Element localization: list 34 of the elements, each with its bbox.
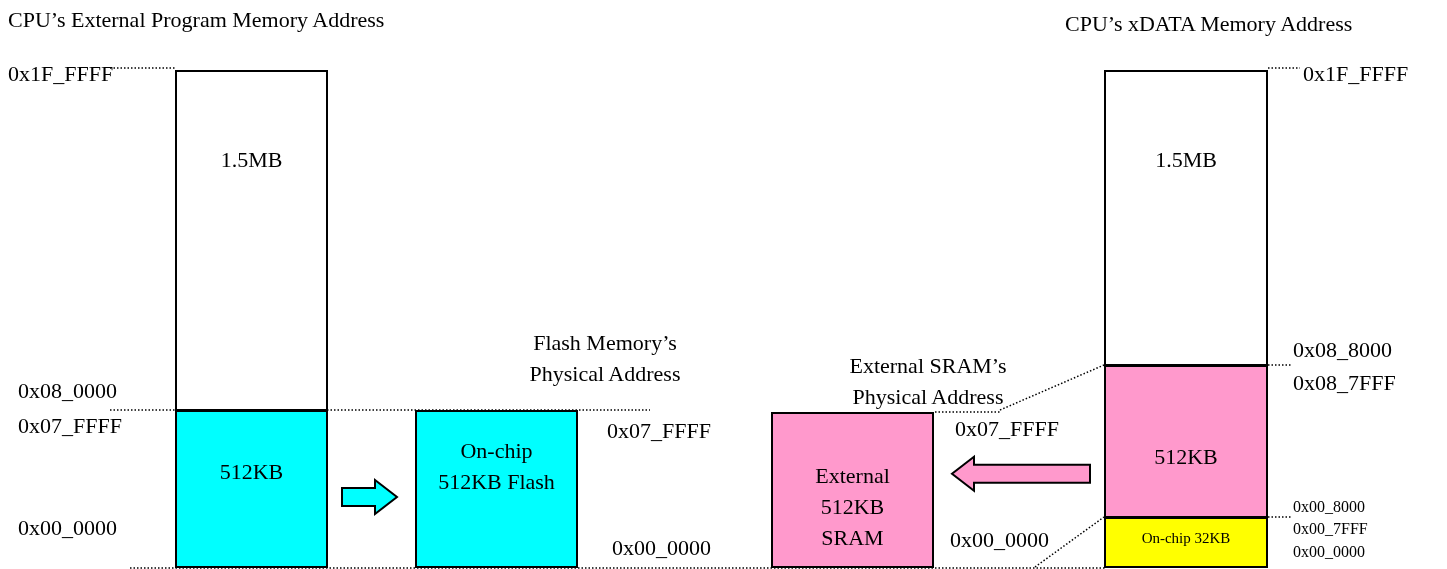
address-label: 0x00_7FFF: [1293, 519, 1368, 539]
address-label: 0x00_0000: [950, 526, 1049, 554]
memory-block: [771, 412, 934, 568]
heading: External SRAM’s Physical Address: [848, 352, 1008, 411]
address-label: 0x07_FFFF: [607, 417, 711, 445]
memory-region: [175, 410, 328, 568]
address-label: 0x1F_FFFF: [8, 60, 114, 88]
memory-region: [1104, 517, 1268, 568]
address-label: 0x08_7FFF: [1293, 369, 1396, 397]
memory-region: [175, 70, 328, 411]
address-label: 0x00_0000: [612, 534, 711, 562]
region-label: 1.5MB: [1154, 146, 1218, 174]
memory-region: [1104, 365, 1268, 518]
heading: Flash Memory’s Physical Address: [528, 329, 682, 388]
block-arrow: [341, 477, 399, 517]
address-label: 0x00_0000: [1293, 542, 1365, 562]
memory-block: [415, 410, 578, 568]
region-label: 1.5MB: [219, 146, 284, 174]
memory-region: [1104, 70, 1268, 366]
region-label: On-chip 32KB: [1140, 529, 1232, 548]
address-label: 0x07_FFFF: [18, 412, 122, 440]
address-label: 0x00_0000: [18, 514, 117, 542]
region-label: 512KB: [1153, 443, 1219, 471]
region-label: External 512KB SRAM: [814, 462, 891, 552]
address-label: 0x08_8000: [1293, 336, 1392, 364]
heading: CPU’s External Program Memory Address: [8, 6, 385, 34]
heading: CPU’s xDATA Memory Address: [1065, 10, 1353, 38]
block-arrow: [950, 454, 1091, 493]
region-label: 512KB: [218, 458, 285, 486]
region-label: On-chip 512KB Flash: [437, 437, 556, 496]
address-label: 0x07_FFFF: [955, 415, 1059, 443]
address-label: 0x08_0000: [18, 377, 117, 405]
address-label: 0x00_8000: [1293, 497, 1365, 517]
address-label: 0x1F_FFFF: [1303, 60, 1409, 88]
